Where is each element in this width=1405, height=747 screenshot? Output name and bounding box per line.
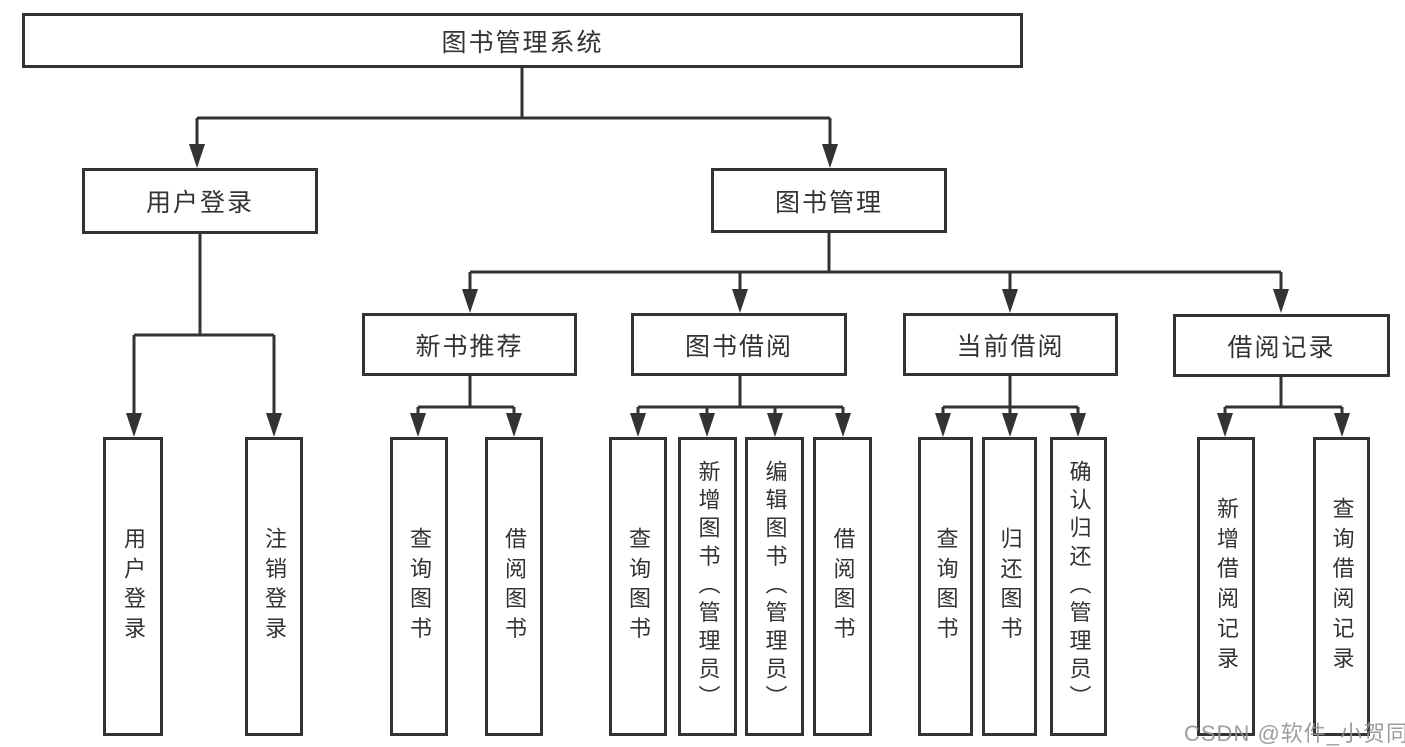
node-borrow-records: 借阅记录 — [1173, 314, 1390, 377]
node-label: 查询图书 — [933, 526, 959, 647]
csdn-watermark: CSDN @软件_小贺同学 — [1184, 721, 1405, 746]
node-label: 新书推荐 — [415, 332, 524, 361]
node-label: 借阅记录 — [1227, 333, 1336, 362]
leaf-logout: 注销登录 — [245, 437, 303, 736]
node-label: 新增借阅记录 — [1214, 496, 1239, 677]
leaf-borrow-books-2: 借阅图书 — [813, 437, 872, 736]
node-label: 当前借阅 — [956, 332, 1065, 361]
node-current-borrow: 当前借阅 — [903, 313, 1118, 376]
node-label: 图书管理系统 — [441, 28, 604, 57]
node-label: 归还图书 — [997, 526, 1023, 647]
node-book-management: 图书管理 — [711, 168, 947, 233]
leaf-query-borrow-record: 查询借阅记录 — [1313, 437, 1370, 736]
node-label: 用户登录 — [145, 189, 254, 217]
leaf-add-books-admin: 新增图书（管理员） — [678, 437, 737, 736]
node-new-book-recommend: 新书推荐 — [362, 313, 577, 376]
node-label: 用户登录 — [121, 526, 146, 647]
leaf-confirm-return-admin: 确认归还（管理员） — [1050, 437, 1107, 736]
node-book-borrow: 图书借阅 — [631, 313, 847, 376]
leaf-user-login: 用户登录 — [103, 437, 163, 736]
node-label: 查询借阅记录 — [1329, 496, 1355, 677]
node-root-library-system: 图书管理系统 — [22, 13, 1023, 68]
node-label: 借阅图书 — [830, 526, 856, 647]
node-user-login: 用户登录 — [82, 168, 318, 234]
leaf-query-books-3: 查询图书 — [918, 437, 973, 736]
leaf-edit-books-admin: 编辑图书（管理员） — [745, 437, 804, 736]
node-label: 新增图书（管理员） — [695, 459, 721, 714]
leaf-query-books-1: 查询图书 — [390, 437, 448, 736]
node-label: 确认归还（管理员） — [1066, 459, 1092, 714]
leaf-add-borrow-record: 新增借阅记录 — [1197, 437, 1255, 736]
leaf-borrow-books-1: 借阅图书 — [485, 437, 543, 736]
node-label: 查询图书 — [626, 526, 651, 647]
node-label: 图书借阅 — [684, 332, 793, 361]
node-label: 图书管理 — [774, 188, 883, 217]
node-label: 查询图书 — [407, 526, 432, 647]
node-label: 借阅图书 — [502, 526, 527, 647]
leaf-return-books: 归还图书 — [982, 437, 1037, 736]
node-label: 注销登录 — [262, 526, 287, 647]
leaf-query-books-2: 查询图书 — [609, 437, 667, 736]
arrowheads — [126, 144, 1350, 437]
node-label: 编辑图书（管理员） — [762, 459, 788, 714]
